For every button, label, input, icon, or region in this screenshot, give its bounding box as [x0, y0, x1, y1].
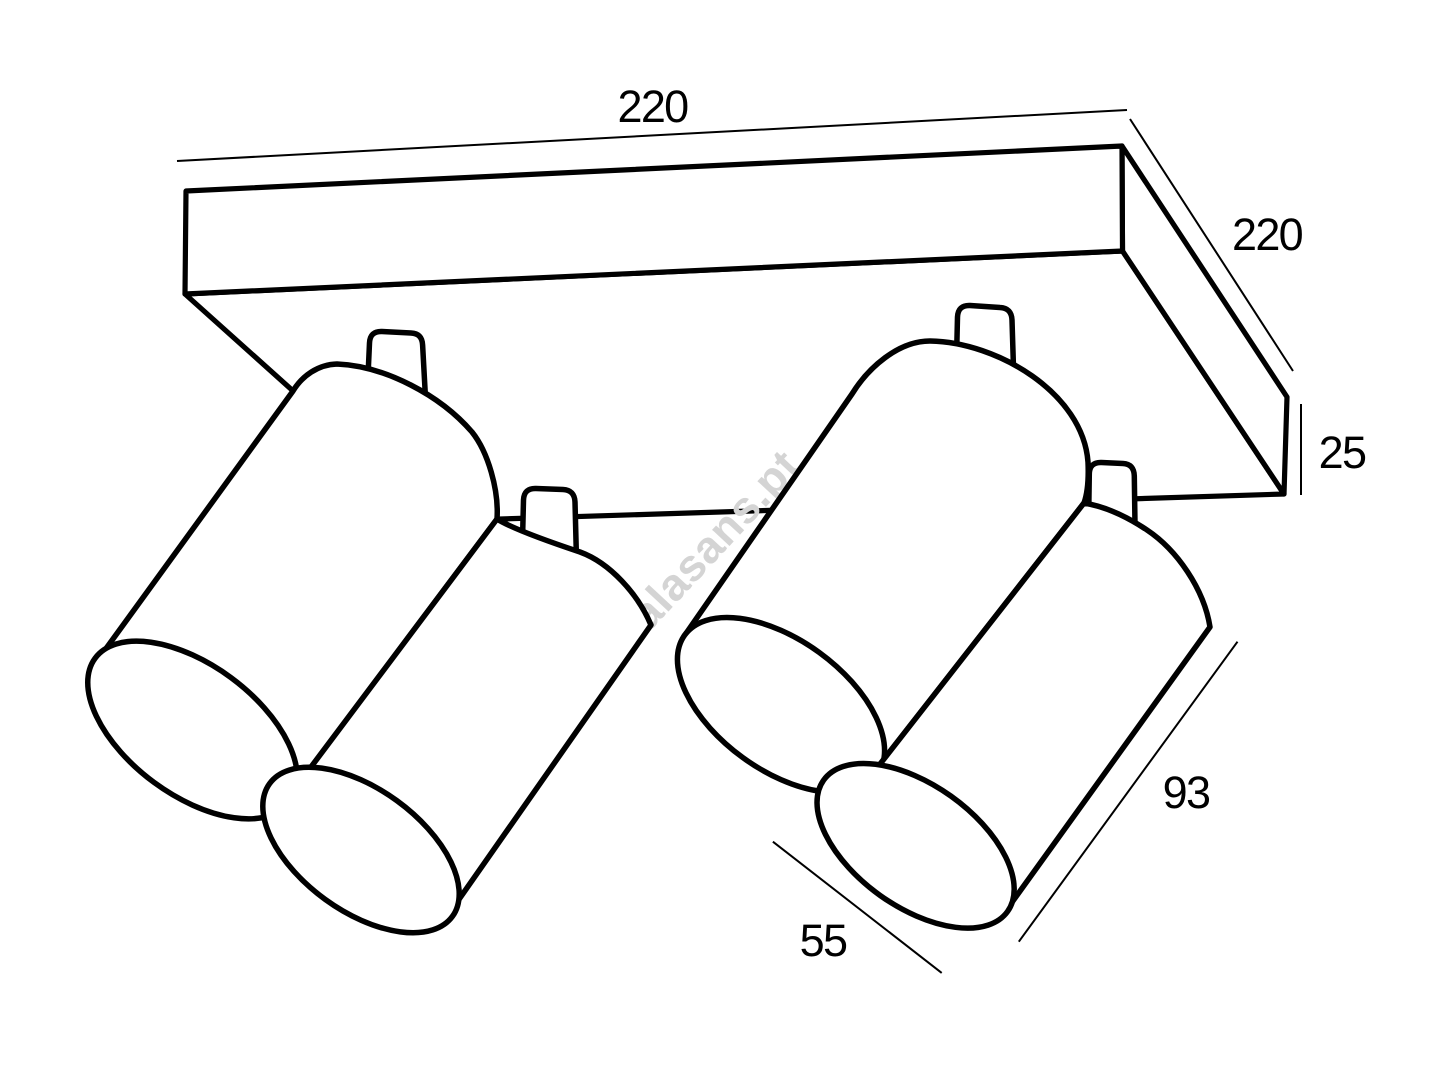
svg-text:93: 93: [1163, 767, 1210, 818]
svg-text:25: 25: [1319, 427, 1366, 478]
svg-text:220: 220: [1232, 209, 1303, 260]
svg-text:220: 220: [618, 81, 689, 132]
svg-text:55: 55: [800, 915, 847, 966]
